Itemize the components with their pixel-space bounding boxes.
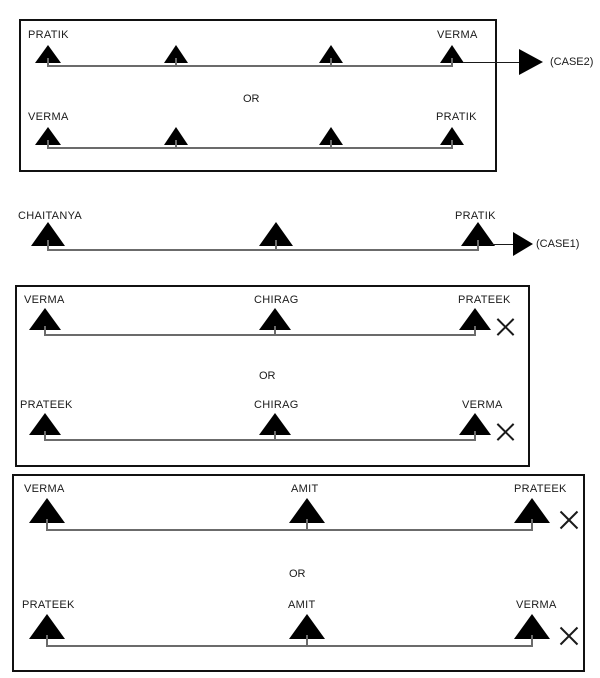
triangle-node xyxy=(514,498,550,523)
node-label-chaitanya: CHAITANYA xyxy=(18,210,83,222)
node-stem xyxy=(474,326,476,335)
or-label: OR xyxy=(289,568,306,580)
triangle-node xyxy=(29,614,65,639)
triangle-node xyxy=(35,127,61,145)
cross-icon xyxy=(494,419,517,442)
node-label-pratik: PRATIK xyxy=(28,29,69,41)
node-stem xyxy=(306,519,308,530)
triangle-node xyxy=(440,45,464,63)
triangle-node xyxy=(259,413,291,435)
node-label-verma: VERMA xyxy=(24,483,65,495)
triangle-node xyxy=(29,498,65,523)
node-stem xyxy=(531,519,533,530)
node-label-verma: VERMA xyxy=(462,399,503,411)
or-label: OR xyxy=(259,370,276,382)
row-baseline xyxy=(44,334,476,336)
group-box-chirag xyxy=(15,285,530,467)
or-label: OR xyxy=(243,93,260,105)
row-baseline xyxy=(47,147,453,149)
node-label-chirag: CHIRAG xyxy=(254,294,299,306)
case2-arrow-line xyxy=(463,62,520,63)
case1-arrow-head xyxy=(513,232,533,256)
triangle-node xyxy=(459,308,491,330)
node-label-prateek: PRATEEK xyxy=(22,599,75,611)
row-baseline xyxy=(44,439,476,441)
node-label-prateek: PRATEEK xyxy=(20,399,73,411)
node-stem xyxy=(330,140,332,148)
triangle-node xyxy=(29,308,61,330)
triangle-node xyxy=(164,127,188,145)
triangle-node xyxy=(289,498,325,523)
case2-arrow-head xyxy=(519,49,543,75)
case2-label: (CASE2) xyxy=(550,56,594,68)
cross-icon xyxy=(557,623,581,647)
node-stem xyxy=(44,431,46,440)
node-stem xyxy=(477,240,479,250)
node-stem xyxy=(274,431,276,440)
node-stem xyxy=(175,140,177,148)
node-label-pratik: PRATIK xyxy=(455,210,496,222)
case1-label: (CASE1) xyxy=(536,238,580,250)
node-stem xyxy=(451,58,453,66)
triangle-node xyxy=(289,614,325,639)
node-stem xyxy=(531,635,533,646)
row-baseline xyxy=(47,249,479,251)
row-baseline xyxy=(46,645,533,647)
node-stem xyxy=(47,140,49,148)
node-stem xyxy=(46,519,48,530)
cross-icon xyxy=(494,314,517,337)
triangle-node xyxy=(29,413,61,435)
node-label-prateek: PRATEEK xyxy=(514,483,567,495)
node-stem xyxy=(330,58,332,66)
cross-icon xyxy=(557,507,581,531)
row-baseline xyxy=(47,65,453,67)
triangle-node xyxy=(514,614,550,639)
node-label-pratik: PRATIK xyxy=(436,111,477,123)
node-stem xyxy=(47,240,49,250)
group-box-case2 xyxy=(19,19,497,172)
triangle-node xyxy=(35,45,61,63)
node-stem xyxy=(46,635,48,646)
node-stem xyxy=(175,58,177,66)
node-label-amit: AMIT xyxy=(288,599,316,611)
node-label-verma: VERMA xyxy=(24,294,65,306)
node-stem xyxy=(274,326,276,335)
row-baseline xyxy=(46,529,533,531)
triangle-node xyxy=(319,45,343,63)
node-stem xyxy=(275,240,277,250)
triangle-node xyxy=(459,413,491,435)
triangle-node xyxy=(440,127,464,145)
node-label-verma: VERMA xyxy=(516,599,557,611)
node-label-verma: VERMA xyxy=(437,29,478,41)
node-stem xyxy=(306,635,308,646)
group-box-amit xyxy=(12,474,585,672)
case1-arrow-line xyxy=(490,244,515,245)
triangle-node xyxy=(164,45,188,63)
triangle-node xyxy=(319,127,343,145)
node-label-verma: VERMA xyxy=(28,111,69,123)
node-stem xyxy=(474,431,476,440)
node-stem xyxy=(44,326,46,335)
node-stem xyxy=(47,58,49,66)
node-label-amit: AMIT xyxy=(291,483,319,495)
triangle-node xyxy=(259,308,291,330)
node-stem xyxy=(451,140,453,148)
node-label-chirag: CHIRAG xyxy=(254,399,299,411)
node-label-prateek: PRATEEK xyxy=(458,294,511,306)
